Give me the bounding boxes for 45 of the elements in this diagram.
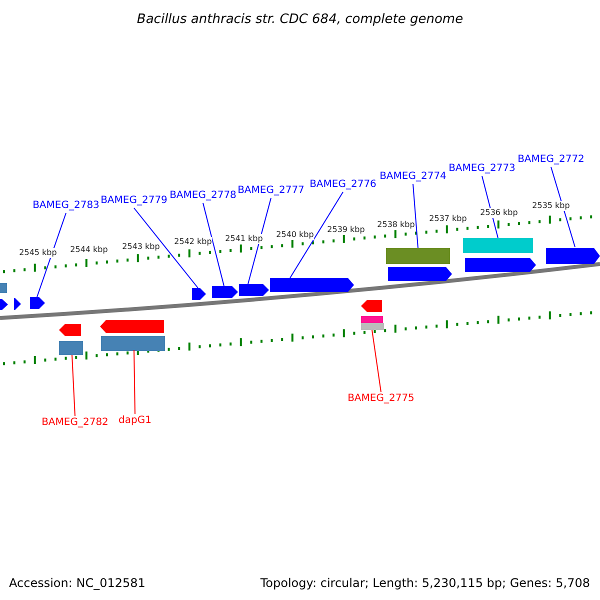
gene-feature (361, 323, 384, 330)
scale-label: 2536 kbp (480, 208, 518, 218)
leader-line (412, 184, 418, 248)
gene-feature (30, 297, 45, 309)
gene-feature (59, 341, 83, 355)
diagram-title: Bacillus anthracis str. CDC 684, complete genome (136, 11, 464, 29)
gene-label: BAMEG_2783 (32, 200, 100, 212)
genome-info-text: Topology: circular; Length: 5,230,115 bp; Genes: 5,708 (260, 575, 590, 592)
scale-label: 2541 kbp (225, 234, 263, 244)
gene-label: BAMEG_2782 (42, 417, 108, 429)
leader-line (550, 166, 576, 248)
leader-line (134, 350, 136, 414)
gene-feature (546, 248, 600, 264)
scale-label: 2537 kbp (429, 214, 467, 224)
scale-label: 2540 kbp (276, 230, 314, 240)
gene-label: BAMEG_2772 (518, 154, 584, 166)
gene-label: BAMEG_2777 (238, 185, 304, 197)
gene-label: dapG1 (118, 415, 152, 427)
scale-label: 2542 kbp (174, 237, 212, 247)
scale-label: 2545 kbp (19, 248, 57, 258)
scale-label: 2543 kbp (122, 242, 160, 252)
leader-line (36, 212, 66, 298)
scale-label: 2539 kbp (327, 225, 365, 235)
gene-feature (386, 248, 450, 264)
scale-label: 2544 kbp (70, 245, 108, 255)
gene-feature (463, 238, 533, 253)
gene-label: BAMEG_2774 (380, 171, 446, 183)
leader-line (248, 198, 272, 284)
leader-line (372, 330, 382, 392)
leader-line (72, 354, 76, 416)
gene-label: BAMEG_2779 (100, 195, 168, 207)
accession-text: Accession: NC_012581 (9, 575, 146, 592)
gene-label: BAMEG_2776 (310, 179, 376, 191)
gene-feature (212, 286, 238, 298)
leader-line (202, 202, 224, 286)
scale-label: 2535 kbp (532, 201, 570, 211)
gene-label: BAMEG_2773 (448, 163, 516, 175)
leader-line (134, 208, 198, 288)
gene-label: BAMEG_2775 (348, 393, 414, 405)
gene-label: BAMEG_2778 (170, 190, 236, 202)
gene-feature (239, 284, 269, 296)
gene-feature (192, 288, 206, 300)
scale-label: 2538 kbp (377, 220, 415, 230)
leader-line (290, 192, 344, 278)
gene-feature (101, 336, 165, 351)
